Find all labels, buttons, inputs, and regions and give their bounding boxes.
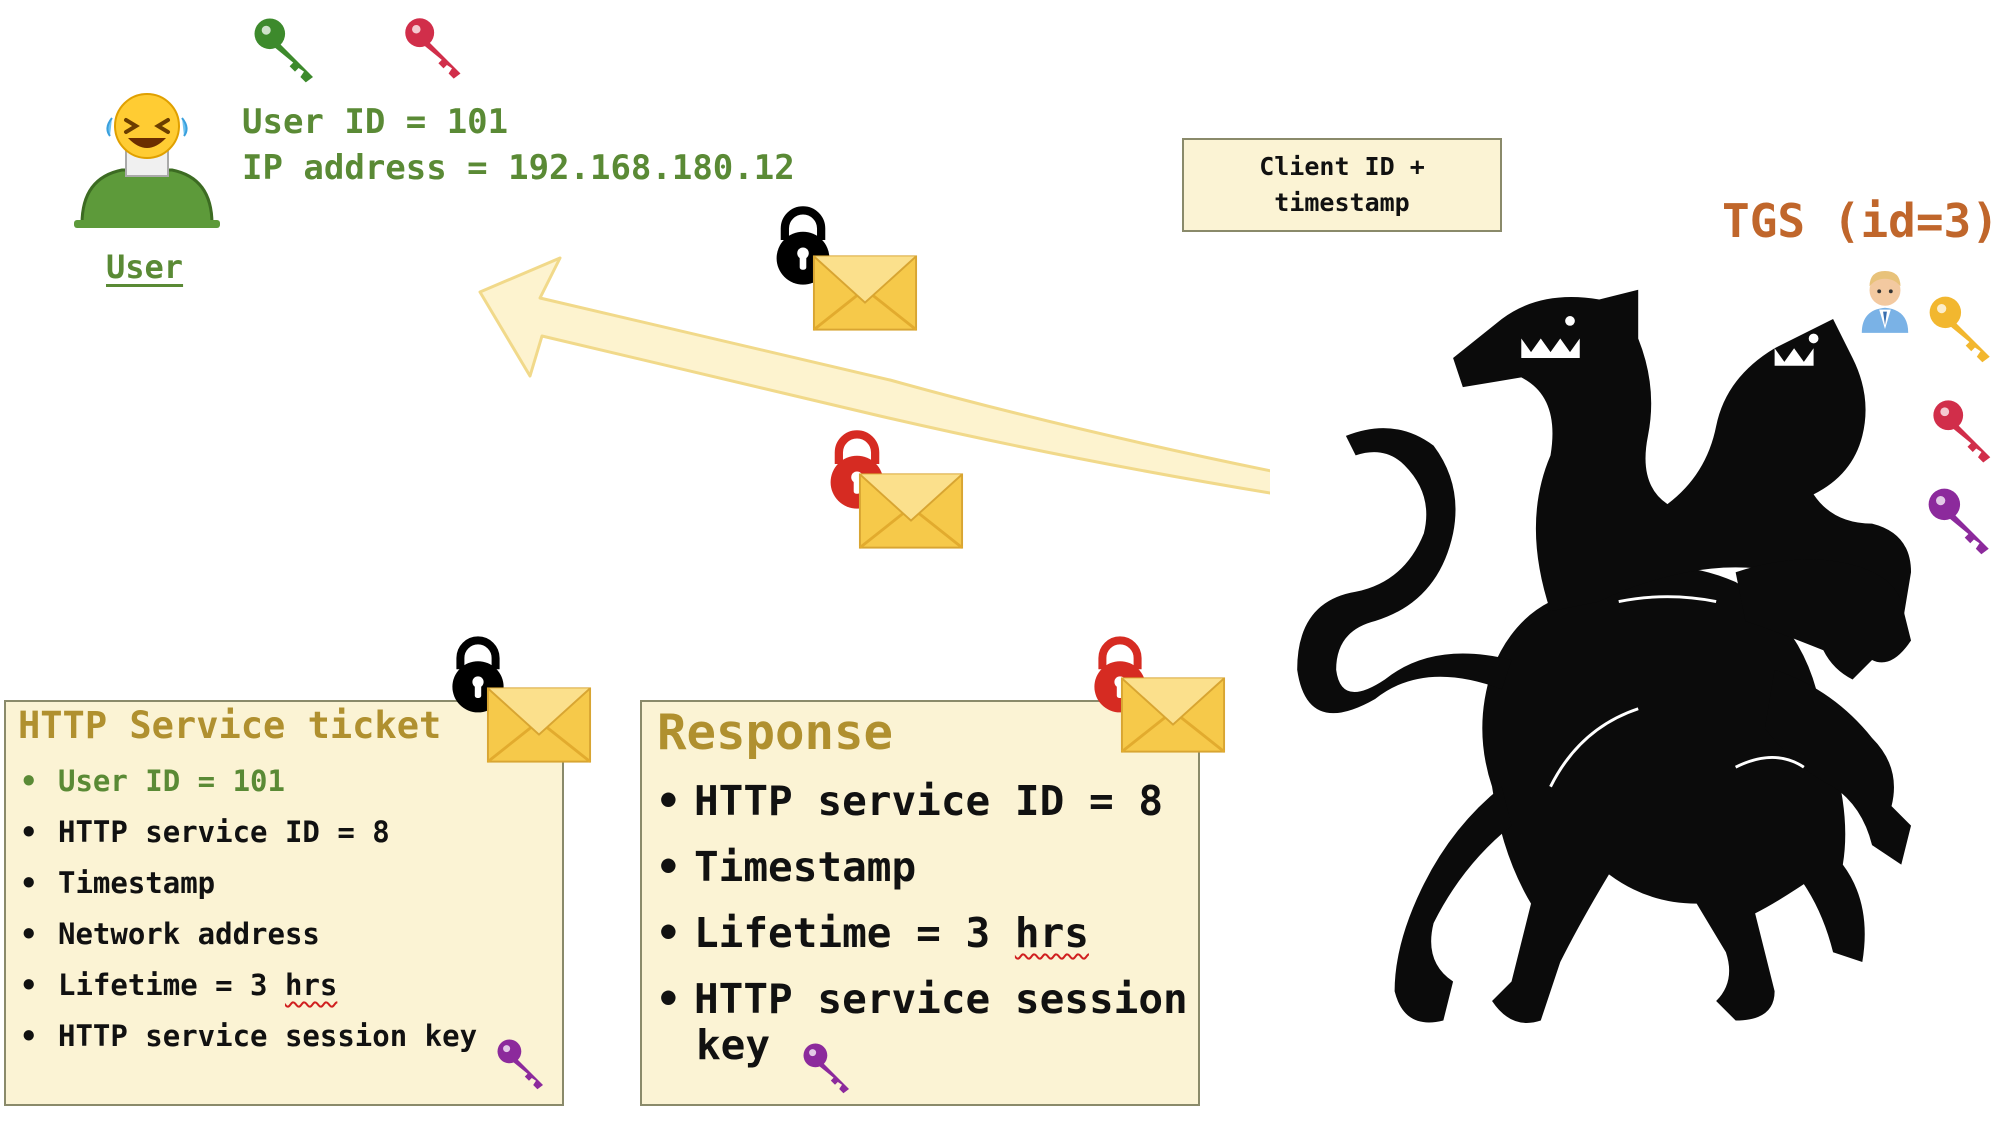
user-avatar <box>74 93 220 228</box>
purple-key-icon <box>1924 484 1998 558</box>
bullet: • <box>656 909 681 957</box>
lifetime-unit: hrs <box>284 968 338 1002</box>
http-service-ticket-title: HTTP Service ticket <box>18 704 442 747</box>
list-item: • Timestamp <box>20 860 477 911</box>
bullet: • <box>20 917 38 951</box>
tgs-label: TGS (id=3) <box>1722 194 1999 248</box>
http-service-ticket-list: • User ID = 101 • HTTP service ID = 8 • Tim… <box>20 758 477 1064</box>
yellow-key-icon <box>1924 292 2000 366</box>
bullet: • <box>656 777 681 825</box>
response-item-text: Timestamp <box>694 843 917 891</box>
list-item: • Lifetime = 3 hrs <box>20 962 477 1013</box>
ticket-item-text: Lifetime = 3 <box>58 968 285 1002</box>
list-item: • User ID = 101 <box>20 758 477 809</box>
green-key-icon <box>248 14 324 86</box>
user-caption: User <box>106 248 184 286</box>
bullet: • <box>20 866 38 900</box>
envelope-icon <box>812 254 918 332</box>
laughing-emoji-icon <box>106 93 188 159</box>
bullet: • <box>20 764 38 798</box>
ticket-item-text: HTTP service ID = 8 <box>58 815 390 849</box>
bullet: • <box>20 968 38 1002</box>
list-item: • HTTP service ID = 8 <box>656 778 1188 824</box>
response-item-continuation: key <box>696 1021 771 1069</box>
bullet: • <box>656 843 681 891</box>
lifetime-unit: hrs <box>1014 909 1089 957</box>
list-item: • HTTP service ID = 8 <box>20 809 477 860</box>
response-box <box>640 700 1200 1106</box>
response-item-text: HTTP service session <box>694 975 1188 1023</box>
response-title: Response <box>657 704 894 761</box>
response-list: • HTTP service ID = 8 • Timestamp • Lifetim… <box>656 778 1188 1088</box>
http-service-ticket-box <box>4 700 564 1106</box>
client-box-line2: timestamp <box>1274 188 1410 217</box>
bullet: • <box>20 815 38 849</box>
list-item: • Network address <box>20 911 477 962</box>
cerberus-illustration <box>1297 289 1912 1023</box>
red-key-icon <box>1928 396 2000 466</box>
list-item: • Lifetime = 3 hrs <box>656 910 1188 956</box>
ticket-item-text: HTTP service session key <box>58 1019 478 1053</box>
envelope-icon <box>1120 676 1226 754</box>
ticket-item-text: Timestamp <box>58 866 216 900</box>
response-item-text: HTTP service ID = 8 <box>694 777 1163 825</box>
envelope-icon <box>858 472 964 550</box>
red-key-icon <box>400 14 470 82</box>
purple-key-icon <box>800 1040 856 1096</box>
ticket-item-text: Network address <box>58 917 320 951</box>
envelope-icon <box>486 686 592 764</box>
client-id-timestamp-box: Client ID + timestamp <box>1182 138 1502 232</box>
response-arrow <box>478 256 1270 495</box>
ip-address-line: IP address = 192.168.180.12 <box>242 148 795 188</box>
list-item: • Timestamp <box>656 844 1188 890</box>
client-box-line1: Client ID + <box>1259 152 1425 181</box>
purple-key-icon <box>494 1036 550 1092</box>
ticket-item-text: User ID = 101 <box>58 764 285 798</box>
bullet: • <box>656 975 681 1023</box>
list-item: • HTTP service session key <box>20 1013 477 1064</box>
user-id-line: User ID = 101 <box>242 102 509 142</box>
bullet: • <box>20 1019 38 1053</box>
response-item-text: Lifetime = 3 <box>694 909 1015 957</box>
office-worker-icon <box>1861 270 1909 333</box>
